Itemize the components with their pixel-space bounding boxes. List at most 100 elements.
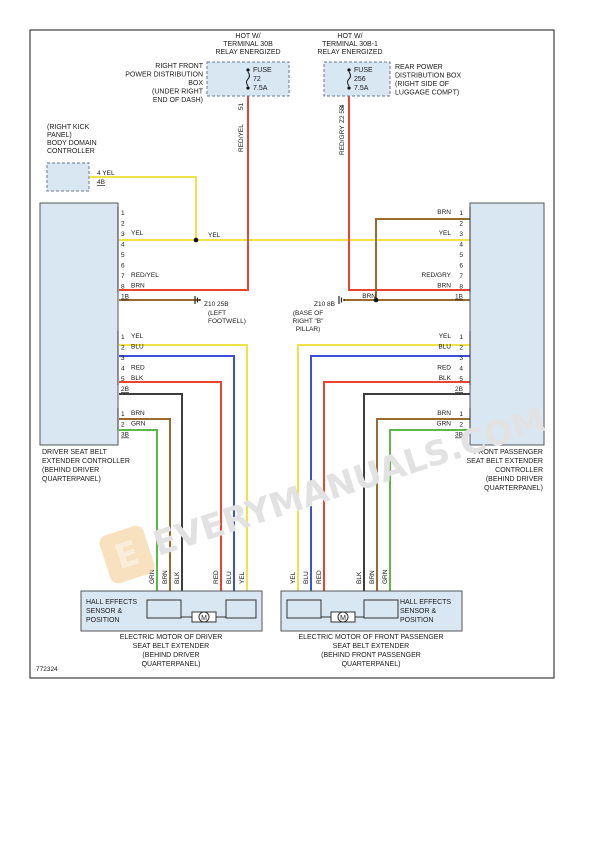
driver-group3-connector: 3B — [121, 432, 129, 439]
wire-drv-grn — [119, 429, 158, 600]
fuse-right-element — [347, 71, 351, 87]
figure-number: 772324 — [36, 666, 58, 673]
wire-label: YEL — [131, 333, 144, 340]
pin-number: 6 — [459, 263, 463, 270]
pin-number: 2 — [121, 422, 125, 429]
fuse-box-right — [323, 61, 391, 97]
box-description: DISTRIBUTION BOX — [395, 73, 461, 80]
pin-number: 4 — [121, 366, 125, 373]
fuse-header: HOT W/ — [235, 33, 260, 40]
wire-label: BRN — [131, 283, 145, 290]
pin-number: 8 — [459, 284, 463, 291]
box-description: END OF DASH) — [153, 97, 203, 104]
fuse-left-terminal — [246, 86, 250, 90]
wire-label: GRN — [131, 421, 146, 428]
wire-label: GRN — [437, 421, 452, 428]
fuse-pin-number: 51 — [238, 102, 245, 110]
passenger-controller-description: CONTROLLER — [495, 467, 543, 474]
pin-number: 1 — [121, 210, 125, 217]
bdc-description: (RIGHT KICK — [47, 124, 90, 131]
wire-label: BLK — [131, 375, 144, 382]
driver-motor-description: (BEHIND DRIVER — [142, 652, 199, 659]
pin-number: 5 — [121, 376, 125, 383]
driver-controller-description: DRIVER SEAT BELT — [42, 449, 108, 456]
fuse-left-element — [246, 71, 250, 87]
components-layer — [39, 61, 545, 632]
driver-controller-description: QUARTERPANEL) — [42, 476, 101, 483]
hall-effects-label: SENSOR & — [86, 608, 123, 615]
bdc-box — [46, 162, 90, 192]
wire-label: YEL — [131, 230, 144, 237]
fuse-rating: 7.5A — [354, 85, 369, 92]
bdc-description: BODY DOMAIN — [47, 140, 97, 147]
box-description: BOX — [188, 80, 203, 87]
pin-number: 4 — [459, 242, 463, 249]
wire-label: BRN — [437, 283, 451, 290]
wire-red-yel — [119, 88, 249, 291]
driver-controller-description: EXTENDER CONTROLLER — [42, 458, 130, 465]
fuse-right-terminal — [347, 68, 351, 72]
hall-effects-label: HALL EFFECTS — [86, 599, 137, 606]
driver-motor-description: ELECTRIC MOTOR OF DRIVER — [120, 634, 223, 641]
splice-dot-brn — [373, 297, 379, 303]
passenger-hall-sensor — [363, 599, 399, 619]
wire-pass-yel — [297, 344, 470, 600]
fuse-right-terminal — [347, 86, 351, 90]
motor-wire-label: RED — [316, 570, 323, 584]
pin-number: 4 — [459, 366, 463, 373]
fuse-number: 72 — [253, 76, 261, 83]
motor-wire-label: YEL — [290, 571, 297, 584]
wire-red-gry — [348, 88, 470, 291]
pin-number: 7 — [121, 273, 125, 280]
motor-wire-label: BLK — [356, 571, 363, 584]
wire-label: BLU — [131, 344, 144, 351]
driver-motor-description: SEAT BELT EXTENDER — [133, 643, 210, 650]
box-description: POWER DISTRIBUTION — [125, 72, 203, 79]
wire-label: RED — [437, 365, 451, 372]
bdc-connector: 4B — [97, 179, 105, 186]
driver-hall-sensor — [225, 599, 257, 619]
wire-label: RED/YEL — [238, 124, 245, 152]
watermark-logo — [99, 525, 155, 584]
passenger-motor-description: SEAT BELT EXTENDER — [333, 643, 410, 650]
wire-label: YEL — [439, 333, 452, 340]
bdc-description: CONTROLLER — [47, 148, 95, 155]
passenger-motor-description: ELECTRIC MOTOR OF FRONT PASSENGER — [298, 634, 443, 641]
hall-effects-label: POSITION — [86, 617, 119, 624]
passenger-group1-connector: 1B — [455, 294, 463, 301]
ground-description: RIGHT "B" — [293, 318, 325, 325]
passenger-motor-symbol — [337, 611, 349, 623]
pin-number: 5 — [459, 252, 463, 259]
hall-effects-label: SENSOR & — [400, 608, 437, 615]
fuse-pin-number: 4 — [339, 104, 346, 108]
wire-label: RED — [131, 365, 145, 372]
passenger-motor-description: (BEHIND FRONT PASSENGER — [321, 652, 421, 659]
passenger-controller-description: (BEHIND DRIVER — [486, 476, 543, 483]
wire-pass-grn — [389, 429, 470, 600]
wire-drv-red — [119, 381, 222, 600]
box-description: REAR POWER — [395, 64, 443, 71]
connector-label: Z2 5B — [339, 106, 346, 123]
passenger-controller-box — [469, 202, 545, 446]
pin-number: 3 — [459, 355, 463, 362]
pin-number: 5 — [459, 376, 463, 383]
ground-description: (LEFT — [208, 310, 226, 317]
pin-number: 2 — [459, 345, 463, 352]
fuse-number: 256 — [354, 76, 366, 83]
passenger-controller-description: FRONT PASSENGER — [474, 449, 543, 456]
wire-label: BRN — [131, 410, 145, 417]
ground-description: FOOTWELL) — [208, 318, 246, 325]
pin-number: 5 — [121, 252, 125, 259]
pin-number: 8 — [121, 284, 125, 291]
splice-dot-yel — [193, 237, 199, 243]
bdc-description: PANEL) — [47, 132, 72, 139]
motor-wire-label: BRN — [369, 570, 376, 584]
wire-label: BLK — [439, 375, 452, 382]
driver-motor-letter: M — [201, 615, 207, 622]
motor-wire-label: BRN — [162, 570, 169, 584]
passenger-motor-description: QUARTERPANEL) — [342, 661, 401, 668]
wire-pass-blk — [363, 393, 470, 600]
wire-yel-bdc — [90, 176, 197, 240]
passenger-hall-sensor — [286, 599, 322, 619]
